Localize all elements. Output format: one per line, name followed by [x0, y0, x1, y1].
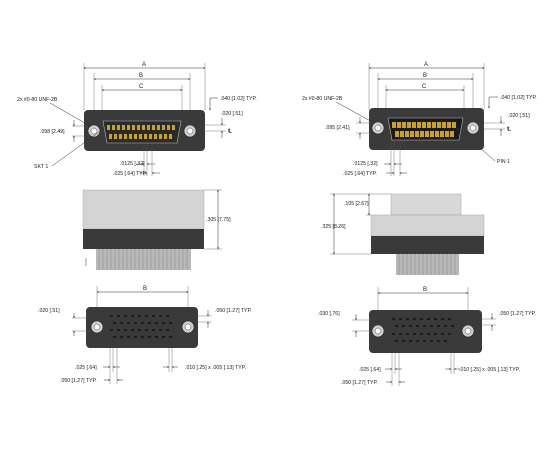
- skt-label: SKT 1: [34, 164, 48, 170]
- offset-020: .020 [.51]: [221, 111, 243, 117]
- r-dim-c: C: [422, 84, 427, 90]
- r-bottom-dim-b: B: [423, 287, 427, 293]
- r-bottom-pitch-050: .050 [1.27] TYP.: [499, 311, 536, 317]
- contact-insert: [102, 120, 182, 144]
- bottom-size: .010 [.25] x .005 [.13] TYP.: [185, 365, 246, 371]
- r-pin-width: .0125 [.32]: [353, 161, 378, 167]
- pin-field: [110, 315, 172, 338]
- left-side-view: .305 [7.75]: [82, 189, 231, 270]
- centerline-symbol: ℄: [227, 129, 232, 135]
- height-dim: .098 [2.49]: [40, 129, 65, 135]
- bottom-dim-b: B: [143, 286, 147, 292]
- r-bottom-size: .010 [.25] x .005 [.13] TYP.: [459, 367, 520, 373]
- dim-a: A: [142, 62, 146, 68]
- r-bottom-body: [369, 310, 482, 353]
- right-side-view: .105 [2.67] .325 [8.26]: [321, 193, 485, 275]
- r-height-325: .325 [8.26]: [321, 224, 346, 230]
- r-height-105: .105 [2.67]: [344, 201, 369, 207]
- r-offset-040: .040 [1.02] TYP.: [500, 95, 537, 101]
- r-thread-label: 2x #0-80 UNF-2B: [302, 96, 343, 102]
- side-height: .305 [7.75]: [206, 217, 231, 223]
- r-pin-label: PIN 1: [497, 159, 510, 165]
- r-pin-pitch: .025 [.64] TYP.: [343, 171, 377, 177]
- r-bottom-pitch-050b: .050 [1.27] TYP.: [341, 380, 378, 386]
- bottom-pitch-050b: .050 [1.27] TYP.: [60, 378, 97, 384]
- r-pin-field: [392, 318, 454, 342]
- r-pin-contacts: [392, 122, 456, 137]
- left-top-view: A B C 2x #0-80 UNF-2B .098: [17, 62, 257, 177]
- left-bottom-view: B .020 [.51] .050 [1.27] TYP. .025 [.64]…: [38, 286, 252, 384]
- r-shell-top: [390, 193, 462, 216]
- dim-b: B: [139, 73, 143, 79]
- bottom-offset-020: .020 [.51]: [38, 308, 60, 314]
- insulator: [83, 229, 204, 249]
- r-bottom-offset-030: .030 [.76]: [318, 311, 340, 317]
- shell: [82, 189, 205, 230]
- r-bottom-pitch-025: .025 [.64]: [359, 367, 381, 373]
- pin-pitch: .025 [.64] TYP.: [113, 171, 147, 177]
- offset-040: .040 [1.02] TYP.: [220, 96, 257, 102]
- r-dim-b: B: [423, 73, 427, 79]
- right-bottom-view: B .030 [.76] .050 [1.27] TYP. .025 [.64]…: [318, 287, 536, 386]
- r-centerline: ℄: [506, 127, 511, 133]
- socket-contacts: [107, 125, 175, 139]
- bottom-pitch-025: .025 [.64]: [75, 365, 97, 371]
- right-top-view: A B C 2x #0-80 UNF-2B .095 [2.41] .040 […: [302, 62, 537, 177]
- r-shell-flange: [370, 214, 485, 237]
- r-insulator: [371, 236, 484, 254]
- r-height-dim: .095 [2.41]: [325, 125, 350, 131]
- bottom-pitch-050: .050 [1.27] TYP.: [215, 308, 252, 314]
- r-pc-tails: [396, 254, 459, 275]
- r-dim-a: A: [424, 62, 428, 68]
- thread-label: 2x #0-80 UNF-2B: [17, 97, 58, 103]
- pin-width: .0125 [.32]: [120, 161, 145, 167]
- dim-c: C: [139, 84, 144, 90]
- pc-tails: [96, 249, 191, 270]
- r-offset-020: .020 [.51]: [508, 113, 530, 119]
